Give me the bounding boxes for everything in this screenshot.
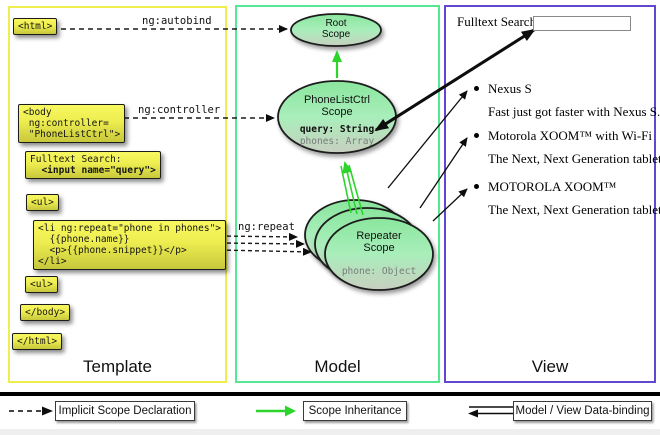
code-box-fulltext: Fulltext Search: <input name="query">: [25, 151, 161, 179]
view-panel: View: [444, 5, 656, 383]
bullet-icon: [474, 184, 479, 189]
repeater-prop-phone: phone: Object: [341, 266, 417, 277]
code-box-body-close: </body>: [20, 304, 71, 321]
root-scope-label: Root Scope: [321, 18, 351, 40]
model-panel: Model: [235, 5, 440, 383]
autobind-label: ng:autobind: [142, 15, 212, 27]
fulltext-search-input[interactable]: [533, 16, 631, 31]
phonelistctrl-prop-phones: phones: Array: [299, 136, 375, 147]
view-item-desc: Fast just got faster with Nexus S.: [488, 104, 660, 119]
code-fulltext-label: Fulltext Search:: [30, 154, 122, 165]
view-item-title: Nexus S: [488, 81, 532, 96]
view-item-title: Motorola XOOM™ with Wi-Fi: [488, 128, 653, 143]
code-input-tag: <input name="query">: [30, 165, 156, 176]
code-box-html-close: </html>: [12, 333, 63, 350]
repeat-label: ng:repeat: [238, 221, 295, 233]
legend-divider: [0, 392, 660, 396]
code-box-li-repeat: <li ng:repeat="phone in phones"> {{phone…: [33, 220, 227, 270]
code-box-ul-close: <ul>: [25, 276, 58, 293]
view-item-title: MOTOROLA XOOM™: [488, 179, 617, 194]
repeater-scope-label: Repeater Scope: [356, 230, 402, 254]
view-item-desc: The Next, Next Generation tablet.: [488, 151, 660, 166]
template-panel-label: Template: [83, 357, 152, 376]
legend-scope-inheritance: Scope Inheritance: [303, 401, 407, 421]
green-arrow-icon: [256, 405, 296, 417]
bullet-icon: [474, 86, 479, 91]
template-panel: Template: [8, 6, 227, 383]
code-box-html-open: <html>: [13, 18, 58, 35]
code-box-ul-open: <ul>: [26, 194, 59, 211]
phonelistctrl-prop-query: query: String: [299, 124, 375, 135]
legend-implicit-scope: Implicit Scope Declaration: [55, 401, 195, 421]
view-panel-label: View: [531, 357, 569, 376]
legend-databinding: Model / View Data-binding: [513, 401, 652, 421]
page-bottom-strip: [0, 429, 660, 435]
code-box-body-open: <body ng:controller= "PhoneListCtrl">: [18, 104, 126, 143]
dashed-arrow-icon: [9, 406, 53, 416]
controller-label: ng:controller: [138, 104, 221, 116]
bullet-icon: [474, 133, 479, 138]
view-item-desc: The Next, Next Generation tablet.: [488, 202, 660, 217]
phonelistctrl-scope-label: PhoneListCtrl Scope: [303, 94, 371, 118]
model-panel-label: Model: [314, 357, 361, 376]
view-search-label: Fulltext Search:: [457, 14, 540, 29]
